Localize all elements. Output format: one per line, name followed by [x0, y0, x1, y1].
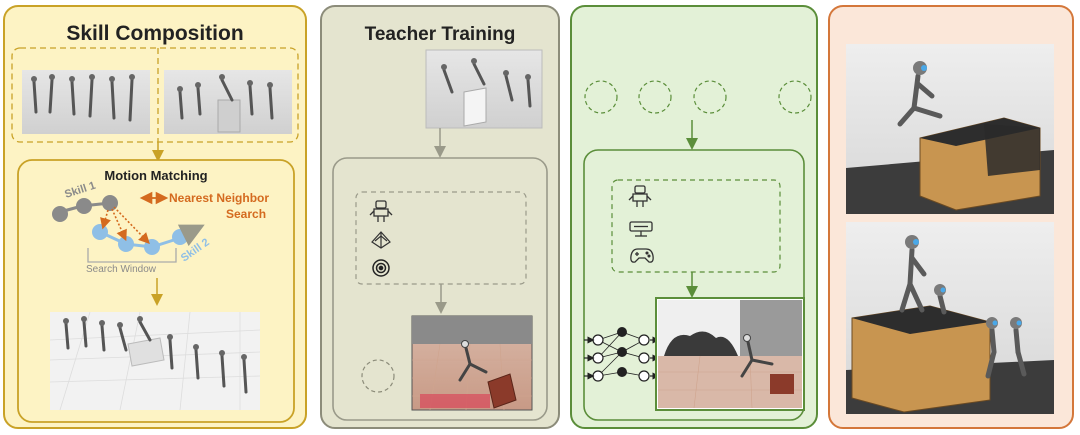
- real-robot-photo-1: [846, 44, 1054, 214]
- skill-1-chain: [52, 195, 118, 222]
- nearest-neighbor-label-1: Nearest Neighbor: [169, 191, 269, 205]
- robot-icon: [628, 185, 652, 207]
- gamepad-icon: [630, 248, 654, 263]
- real-robot-photo-2: [846, 222, 1054, 414]
- motion-clip-2-image: [164, 70, 292, 134]
- student-simulation-image: [655, 297, 805, 411]
- panel-skill-composition: Skill Composition: [3, 5, 307, 429]
- simulation-image: [411, 315, 533, 411]
- robot-icon: [369, 200, 393, 222]
- keyboard-icon: [629, 221, 653, 237]
- teacher-policy-placeholder: [361, 359, 395, 393]
- panel-title-teacher-training: Teacher Training: [365, 24, 516, 45]
- terrain-icon: [371, 231, 391, 249]
- placeholder-circles: [584, 80, 812, 114]
- neural-network-icon: [584, 327, 660, 382]
- panel-student-distillation: [570, 5, 818, 429]
- panel-real-world: [828, 5, 1074, 429]
- search-window-label: Search Window: [86, 264, 157, 275]
- target-icon: [372, 259, 390, 277]
- motion-clips-group: [11, 47, 299, 143]
- motion-clip-1-image: [22, 70, 150, 134]
- motion-matching-title: Motion Matching: [104, 168, 207, 183]
- nearest-neighbor-label-2: Search: [226, 207, 266, 221]
- search-window-bracket: [87, 248, 177, 263]
- panel-teacher-training: Teacher Training: [320, 5, 560, 429]
- panel-title-skill-composition: Skill Composition: [66, 22, 243, 45]
- student-observation-box: [611, 179, 781, 273]
- reference-motion-image: [425, 49, 543, 129]
- nearest-neighbor-arrows: [100, 206, 150, 245]
- composed-motion-image: [49, 311, 261, 411]
